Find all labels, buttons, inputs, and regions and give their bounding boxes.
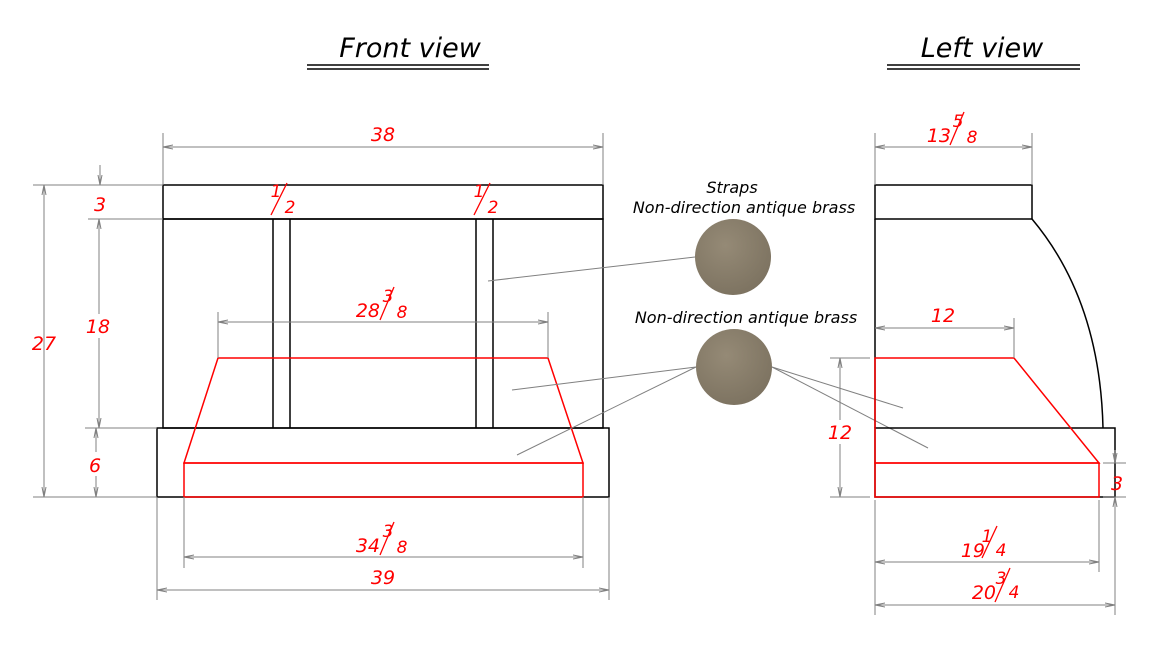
- svg-text:1: 1: [474, 182, 485, 202]
- dim-front-body-height: 18: [86, 316, 110, 338]
- svg-text:8: 8: [397, 538, 408, 558]
- svg-text:3: 3: [996, 569, 1007, 589]
- front-view-title-text: Front view: [339, 33, 482, 64]
- left-view-title: Left view: [887, 33, 1080, 70]
- dim-left-hood-bottom-depth: 19 1 4: [961, 525, 1007, 562]
- left-hood-outline: [874, 357, 1101, 464]
- dim-front-width-base: 39: [371, 567, 395, 589]
- svg-text:2: 2: [285, 198, 296, 218]
- svg-text:2: 2: [488, 198, 499, 218]
- svg-text:3: 3: [383, 522, 394, 542]
- front-top-band: [162, 184, 604, 220]
- front-body: [162, 218, 604, 429]
- dim-front-base-height: 6: [89, 455, 101, 477]
- straps-finish-label: Non-direction antique brass: [633, 198, 855, 217]
- hood-finish-swatch: [696, 329, 772, 405]
- dim-left-hood-top-depth: 12: [931, 305, 955, 327]
- left-view-title-text: Left view: [921, 33, 1044, 64]
- front-view-title: Front view: [307, 33, 489, 70]
- hood-finish-label: Non-direction antique brass: [635, 308, 857, 327]
- dim-front-hood-bottom: 34 3 8: [356, 521, 408, 558]
- svg-text:1: 1: [271, 182, 282, 202]
- dim-front-height-total: 27: [32, 333, 56, 355]
- svg-text:13: 13: [927, 125, 951, 147]
- dim-strap-right-width: 1 2: [473, 182, 499, 218]
- svg-text:8: 8: [967, 128, 978, 148]
- left-view: [874, 184, 1116, 498]
- left-curved-profile: [1031, 218, 1104, 429]
- svg-text:19: 19: [961, 540, 985, 562]
- dim-left-band-height: 3: [1111, 473, 1123, 495]
- straps-label: Straps: [706, 178, 757, 197]
- svg-text:20: 20: [972, 582, 996, 604]
- dim-front-width-top: 38: [371, 124, 395, 146]
- svg-text:3: 3: [383, 287, 394, 307]
- front-hood-band: [183, 462, 584, 498]
- dim-front-hood-top: 28 3 8: [356, 286, 408, 323]
- callouts: Straps Non-direction antique brass Non-d…: [487, 178, 929, 456]
- strap-left: [272, 219, 291, 428]
- svg-text:1: 1: [982, 527, 993, 547]
- strap-right: [475, 219, 494, 428]
- dim-left-top-depth: 13 5 8: [927, 111, 978, 148]
- svg-text:5: 5: [953, 112, 964, 132]
- dim-left-base-depth: 20 3 4: [972, 567, 1020, 604]
- dim-left-hood-height: 12: [828, 422, 852, 444]
- svg-text:8: 8: [397, 303, 408, 323]
- left-top-band: [874, 184, 1033, 220]
- svg-text:28: 28: [356, 300, 380, 322]
- left-dimensions: 13 5 8 12 12 3 19 1 4 20 3 4: [826, 111, 1126, 615]
- dim-strap-left-width: 1 2: [270, 182, 296, 218]
- svg-text:34: 34: [356, 535, 380, 557]
- left-hood-band: [874, 462, 1100, 498]
- straps-finish-swatch: [695, 219, 771, 295]
- svg-text:4: 4: [1009, 583, 1020, 603]
- svg-text:4: 4: [996, 541, 1007, 561]
- front-view: [156, 184, 610, 498]
- front-hood-outline: [182, 357, 585, 464]
- dim-front-band-height: 3: [94, 194, 106, 216]
- front-dimensions: 38 28 3 8 34 3 8 39 27 3 18: [32, 124, 610, 600]
